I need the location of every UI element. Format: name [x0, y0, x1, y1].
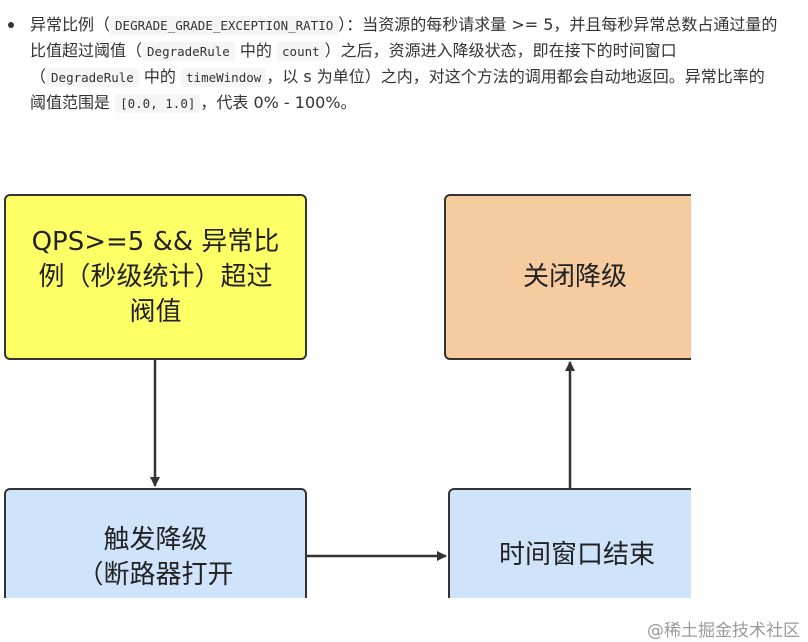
bullet-dot — [8, 22, 14, 28]
text-segment: 中的 — [143, 67, 176, 86]
text-segment: ）：当资源的每秒请求量 >= 5，并且每秒异常总数占通过量的比值超过阈值（ — [30, 15, 778, 60]
node-trigger-condition: QPS>=5 && 异常比 例（秒级统计）超过 阀值 — [4, 194, 307, 360]
node-text: 关闭降级 — [522, 261, 627, 292]
node-text-line: 阀值 — [129, 296, 182, 327]
inline-code-exception-ratio: DEGRADE_GRADE_EXCEPTION_RATIO — [110, 16, 339, 35]
degrade-flow-diagram: QPS>=5 && 异常比 例（秒级统计）超过 阀值 关闭降级 触发降级 （断路… — [0, 172, 691, 598]
node-text-line: QPS>=5 && 异常比 — [31, 226, 280, 257]
inline-code-degraderule: DegradeRule — [142, 42, 235, 61]
inline-code-timewindow: timeWindow — [181, 68, 267, 87]
node-time-window-end: 时间窗口结束 — [448, 488, 691, 598]
text-segment: 中的 — [239, 41, 272, 60]
bullet-list-item: 异常比例（DEGRADE_GRADE_EXCEPTION_RATIO）：当资源的… — [8, 12, 778, 116]
exception-ratio-paragraph: 异常比例（DEGRADE_GRADE_EXCEPTION_RATIO）：当资源的… — [30, 12, 778, 116]
node-text-line: 触发降级 — [103, 525, 208, 555]
inline-code-range: [0.0, 1.0] — [115, 94, 201, 113]
text-segment: 异常比例（ — [30, 15, 111, 34]
inline-code-count: count — [277, 42, 325, 61]
node-text-line: 例（秒级统计）超过 — [38, 261, 273, 292]
diagram-arrows — [150, 360, 575, 561]
text-segment: ，代表 0% - 100%。 — [200, 93, 357, 112]
node-trigger-degrade: 触发降级 （断路器打开 — [4, 488, 307, 598]
node-text-line: （断路器打开 — [77, 560, 234, 590]
node-close-degrade: 关闭降级 — [444, 194, 691, 360]
inline-code-degraderule: DegradeRule — [46, 68, 139, 87]
node-text: 时间窗口结束 — [498, 540, 655, 570]
site-watermark: @稀土掘金技术社区 — [647, 621, 800, 641]
text-segment: ，以 s 为单位）之内，对这个方法的调用都会自动地返回。异常比率的阈值范围是 — [30, 67, 765, 112]
text-segment: ）之后，资源进入降级状态，即在接下的时间窗口（ — [30, 41, 677, 86]
